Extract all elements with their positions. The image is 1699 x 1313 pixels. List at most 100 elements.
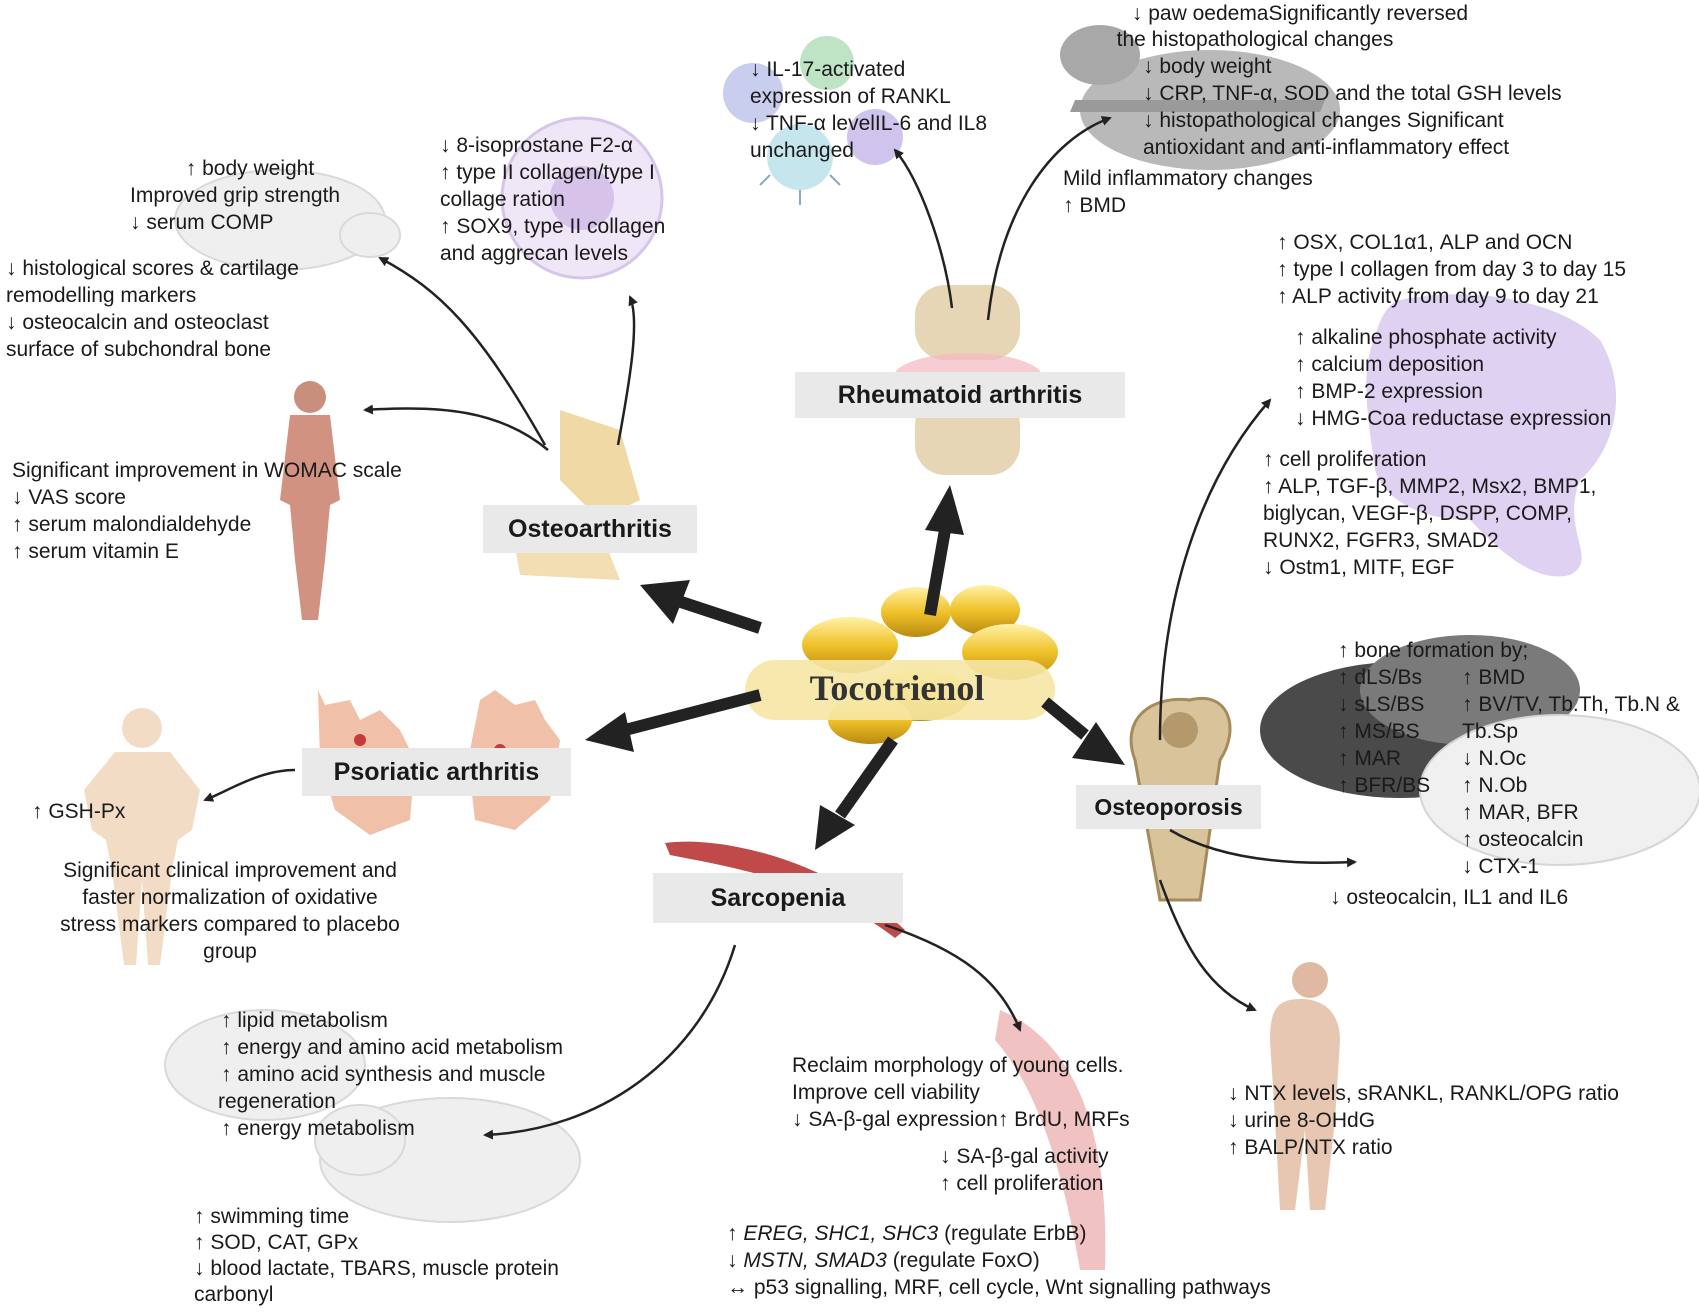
op-animal-right-line: ↑ MAR, BFR	[1462, 801, 1579, 824]
gene-prefix: ↑	[727, 1222, 744, 1245]
op-human-line: ↓ NTX levels, sRANKL, RANKL/OPG ratio	[1228, 1082, 1619, 1105]
op-cell-line: ↑ calcium deposition	[1295, 353, 1485, 376]
op-animal-right-line: ↓ CTX-1	[1462, 855, 1540, 878]
psoriatic-human-illustration	[84, 708, 200, 965]
osteoarthritis-cell-illustration	[500, 116, 664, 280]
ra-rat-illustration	[1060, 25, 1340, 170]
gene-suffix: (regulate ErbB)	[938, 1222, 1087, 1245]
op-animal-header: ↑ bone formation by;	[1338, 639, 1529, 662]
sarc-exercise-line: carbonyl	[194, 1283, 274, 1306]
sarc-metab-line: ↑ lipid metabolism	[221, 1009, 388, 1032]
tocotrienol-capsules-illustration	[745, 585, 1058, 744]
oa-animal-line: ↑ body weight	[185, 157, 315, 180]
op-cell-line: ↑ OSX, COL1α1, ALP and OCN	[1277, 231, 1573, 254]
sarc-cell-line: Improve cell viability	[792, 1081, 980, 1104]
osteoporosis-rats-illustration	[1260, 635, 1699, 866]
oa-animal-line: ↓ osteocalcin and osteoclast	[6, 311, 269, 334]
gene-suffix: (regulate FoxO)	[886, 1249, 1040, 1272]
ra-animal-line: ↓ paw oedemaSignificantly reversed	[1131, 2, 1469, 25]
sarcopenia-muscle-illustration	[665, 841, 1106, 1270]
sarcopenia-rats-illustration	[164, 1009, 581, 1223]
osteoarthritis-human-illustration	[280, 381, 340, 620]
ra-animal-line: ↓ body weight	[1143, 55, 1272, 78]
thin-arrows	[203, 116, 1357, 1140]
op-animal-right-line: ↓ N.Oc	[1462, 747, 1527, 770]
oa-animal-line: remodelling markers	[6, 284, 197, 307]
oa-cell-line: and aggrecan levels	[440, 242, 628, 265]
op-animal-left-line: ↑ dLS/Bs	[1338, 666, 1423, 689]
op-animal-right-line: ↑ BMD	[1462, 666, 1525, 689]
osteoporosis-cell-illustration	[1366, 294, 1617, 577]
oa-animal-line: ↓ histological scores & cartilage	[6, 257, 299, 280]
sarc-cell-line: ↓ SA-β-gal expression↑ BrdU, MRFs	[792, 1108, 1130, 1131]
op-animal-left-line: ↑ BFR/BS	[1338, 774, 1431, 797]
osteoarthritis-rat-illustration	[174, 169, 401, 271]
sarc-gene-line: ↔ p53 signalling, MRF, cell cycle, Wnt s…	[727, 1274, 1271, 1301]
op-cell-line: ↓ Ostm1, MITF, EGF	[1263, 556, 1455, 579]
op-cell-line: ↑ ALP, TGF-β, MMP2, Msx2, BMP1,	[1263, 475, 1597, 498]
op-cell-line: RUNX2, FGFR3, SMAD2	[1263, 529, 1499, 552]
osteoporosis-label: Osteoporosis	[1076, 785, 1261, 829]
op-human-line: ↑ BALP/NTX ratio	[1228, 1136, 1393, 1159]
oa-cell-line: ↓ 8-isoprostane F2-α	[440, 134, 634, 157]
psa-human-line: ↑ GSH-Px	[32, 800, 126, 823]
psoriatic-arthritis-label: Psoriatic arthritis	[302, 748, 571, 796]
main-arrows	[585, 485, 1125, 850]
oa-human-line: ↑ serum vitamin E	[12, 540, 179, 563]
osteoarthritis-label: Osteoarthritis	[483, 505, 697, 553]
sarc-exercise-line: ↑ SOD, CAT, GPx	[194, 1231, 359, 1254]
sarc-gene-line: ↑ EREG, SHC1, SHC3 (regulate ErbB)	[727, 1220, 1086, 1247]
op-animal-left-line: ↓ sLS/BS	[1338, 693, 1425, 716]
sarc-metab-line: ↑ energy metabolism	[221, 1117, 415, 1140]
op-animal-left-line: ↑ MS/BS	[1338, 720, 1420, 743]
op-human-line: ↓ urine 8-OHdG	[1228, 1109, 1376, 1132]
oa-animal-line: ↓ serum COMP	[130, 211, 274, 234]
sarc-gene-line: ↓ MSTN, SMAD3 (regulate FoxO)	[727, 1247, 1040, 1274]
sarc-metab-line: regeneration	[218, 1090, 336, 1113]
op-animal-right-line: ↑ osteocalcin	[1462, 828, 1584, 851]
op-cell-line: ↑ cell proliferation	[1263, 448, 1427, 471]
ra-cell-line: unchanged	[750, 139, 854, 162]
oa-human-line: ↑ serum malondialdehyde	[12, 513, 252, 536]
op-animal-right-line: ↑ N.Ob	[1462, 774, 1528, 797]
ra-animal-line: ↓ CRP, TNF-α, SOD and the total GSH leve…	[1143, 82, 1562, 105]
sarc-metab-line: ↑ amino acid synthesis and muscle	[221, 1063, 546, 1086]
sarc-cell-line: Reclaim morphology of young cells.	[792, 1054, 1124, 1077]
psa-human-line: group	[203, 940, 257, 963]
sarc-cell-line: ↓ SA-β-gal activity	[940, 1145, 1109, 1168]
oa-cell-line: ↑ type II collagen/type I	[440, 161, 655, 184]
ra-animal-line: the histopathological changes	[1116, 28, 1394, 51]
op-animal-right-line: Tb.Sp	[1462, 720, 1519, 743]
gene-prefix: ↔ p53 signalling, MRF, cell cycle, Wnt s…	[727, 1276, 1271, 1299]
sarcopenia-label: Sarcopenia	[653, 873, 903, 923]
op-animal-footer: ↓ osteocalcin, IL1 and IL6	[1330, 886, 1569, 909]
op-cell-line: ↑ BMP-2 expression	[1295, 380, 1483, 403]
ra-animal-line: Mild inflammatory changes	[1063, 167, 1313, 190]
psa-human-line: faster normalization of oxidative	[82, 886, 378, 909]
ra-cell-line: ↓ IL-17-activated	[750, 58, 906, 81]
gene-names: EREG, SHC1, SHC3	[743, 1222, 939, 1245]
oa-animal-line: surface of subchondral bone	[6, 338, 272, 361]
psa-human-line: Significant clinical improvement and	[63, 859, 397, 882]
op-cell-line: ↑ type I collagen from day 3 to day 15	[1277, 258, 1627, 281]
ra-animal-line: ↓ histopathological changes Significant	[1143, 109, 1504, 132]
ra-animal-line: ↑ BMD	[1063, 194, 1126, 217]
sarc-cell-line: ↑ cell proliferation	[940, 1172, 1104, 1195]
immune-cells-illustration	[723, 36, 903, 205]
sarc-exercise-line: ↑ swimming time	[194, 1205, 350, 1228]
sarc-exercise-line: ↓ blood lactate, TBARS, muscle protein	[194, 1257, 559, 1280]
rheumatoid-arthritis-label: Rheumatoid arthritis	[795, 372, 1125, 418]
tocotrienol-title: Tocotrienol	[809, 668, 985, 708]
oa-animal-line: Improved grip strength	[130, 184, 341, 207]
ra-cell-line: ↓ TNF-α levelIL-6 and IL8	[750, 112, 988, 135]
ra-animal-line: antioxidant and anti-inflammatory effect	[1143, 136, 1510, 159]
oa-cell-line: ↑ SOX9, type II collagen	[440, 215, 666, 238]
op-animal-right-line: ↑ BV/TV, Tb.Th, Tb.N &	[1462, 693, 1680, 716]
oa-cell-line: collage ration	[440, 188, 565, 211]
gene-prefix: ↓	[727, 1249, 744, 1272]
oa-human-line: Significant improvement in WOMAC scale	[12, 459, 402, 482]
op-cell-line: ↓ HMG-Coa reductase expression	[1295, 407, 1612, 430]
psa-human-line: stress markers compared to placebo	[60, 913, 400, 936]
